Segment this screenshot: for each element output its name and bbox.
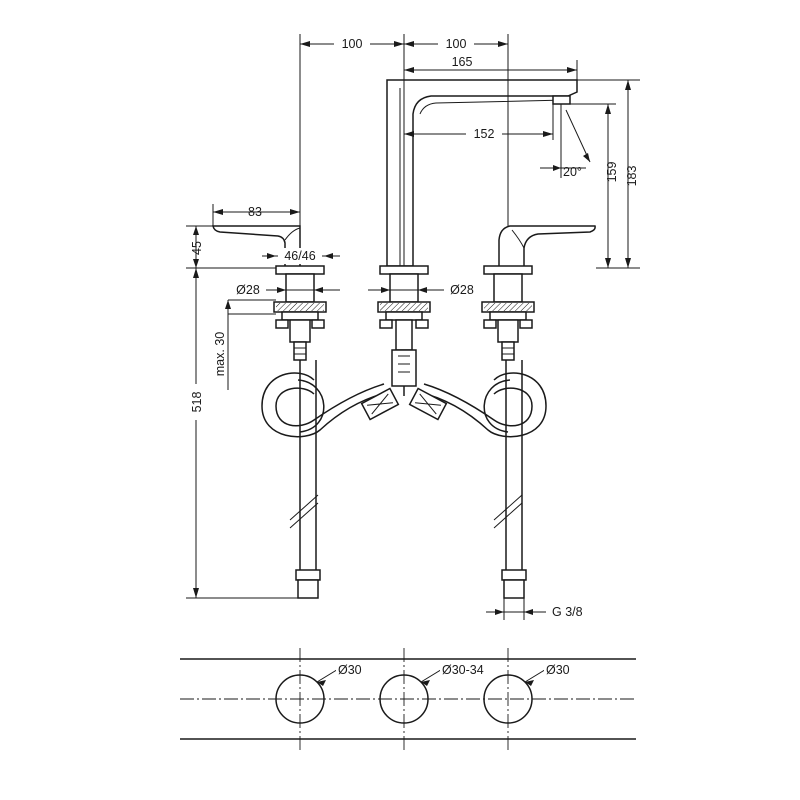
right-valve-body bbox=[481, 273, 535, 361]
dim-total-height: 183 bbox=[625, 166, 639, 187]
dim-connection: G 3/8 bbox=[552, 605, 583, 619]
left-valve-body bbox=[273, 273, 327, 361]
cutout-left-label: Ø30 bbox=[338, 663, 362, 677]
dim-outlet-height: 159 bbox=[605, 162, 619, 183]
cutout-labels: Ø30 Ø30-34 Ø30 bbox=[336, 660, 580, 677]
cutout-plan bbox=[180, 648, 636, 750]
center-valve-body bbox=[377, 273, 431, 396]
center-cutout-hole bbox=[379, 674, 429, 724]
right-cutout-hole bbox=[483, 674, 533, 724]
dim-spout-inner-reach: 152 bbox=[474, 127, 495, 141]
dim-left-spacing: 100 bbox=[342, 37, 363, 51]
right-supply-hose bbox=[493, 360, 527, 599]
left-supply-hose bbox=[289, 360, 321, 599]
cutout-right-label: Ø30 bbox=[546, 663, 570, 677]
dim-total-depth: 518 bbox=[190, 392, 204, 413]
dimension-lines bbox=[186, 34, 640, 620]
dimension-labels: 100 100 165 152 20° 159 183 83 45 46/46 … bbox=[188, 36, 639, 619]
dim-left-shank: Ø28 bbox=[236, 283, 260, 297]
dim-handle-height: 45 bbox=[190, 241, 204, 255]
dim-spout-reach: 165 bbox=[452, 55, 473, 69]
dim-handle-rotation: 46/46 bbox=[284, 249, 315, 263]
cutout-center-label: Ø30-34 bbox=[442, 663, 484, 677]
dim-handle-length: 83 bbox=[248, 205, 262, 219]
dim-center-shank: Ø28 bbox=[450, 283, 474, 297]
left-spout-hose bbox=[261, 372, 400, 438]
dim-right-spacing: 100 bbox=[446, 37, 467, 51]
dim-spout-angle: 20° bbox=[563, 165, 582, 179]
right-handle bbox=[483, 225, 596, 275]
dim-mount-depth: max. 30 bbox=[213, 332, 227, 377]
right-spout-hose bbox=[408, 372, 547, 438]
spout bbox=[379, 79, 578, 275]
left-cutout-hole bbox=[275, 674, 325, 724]
